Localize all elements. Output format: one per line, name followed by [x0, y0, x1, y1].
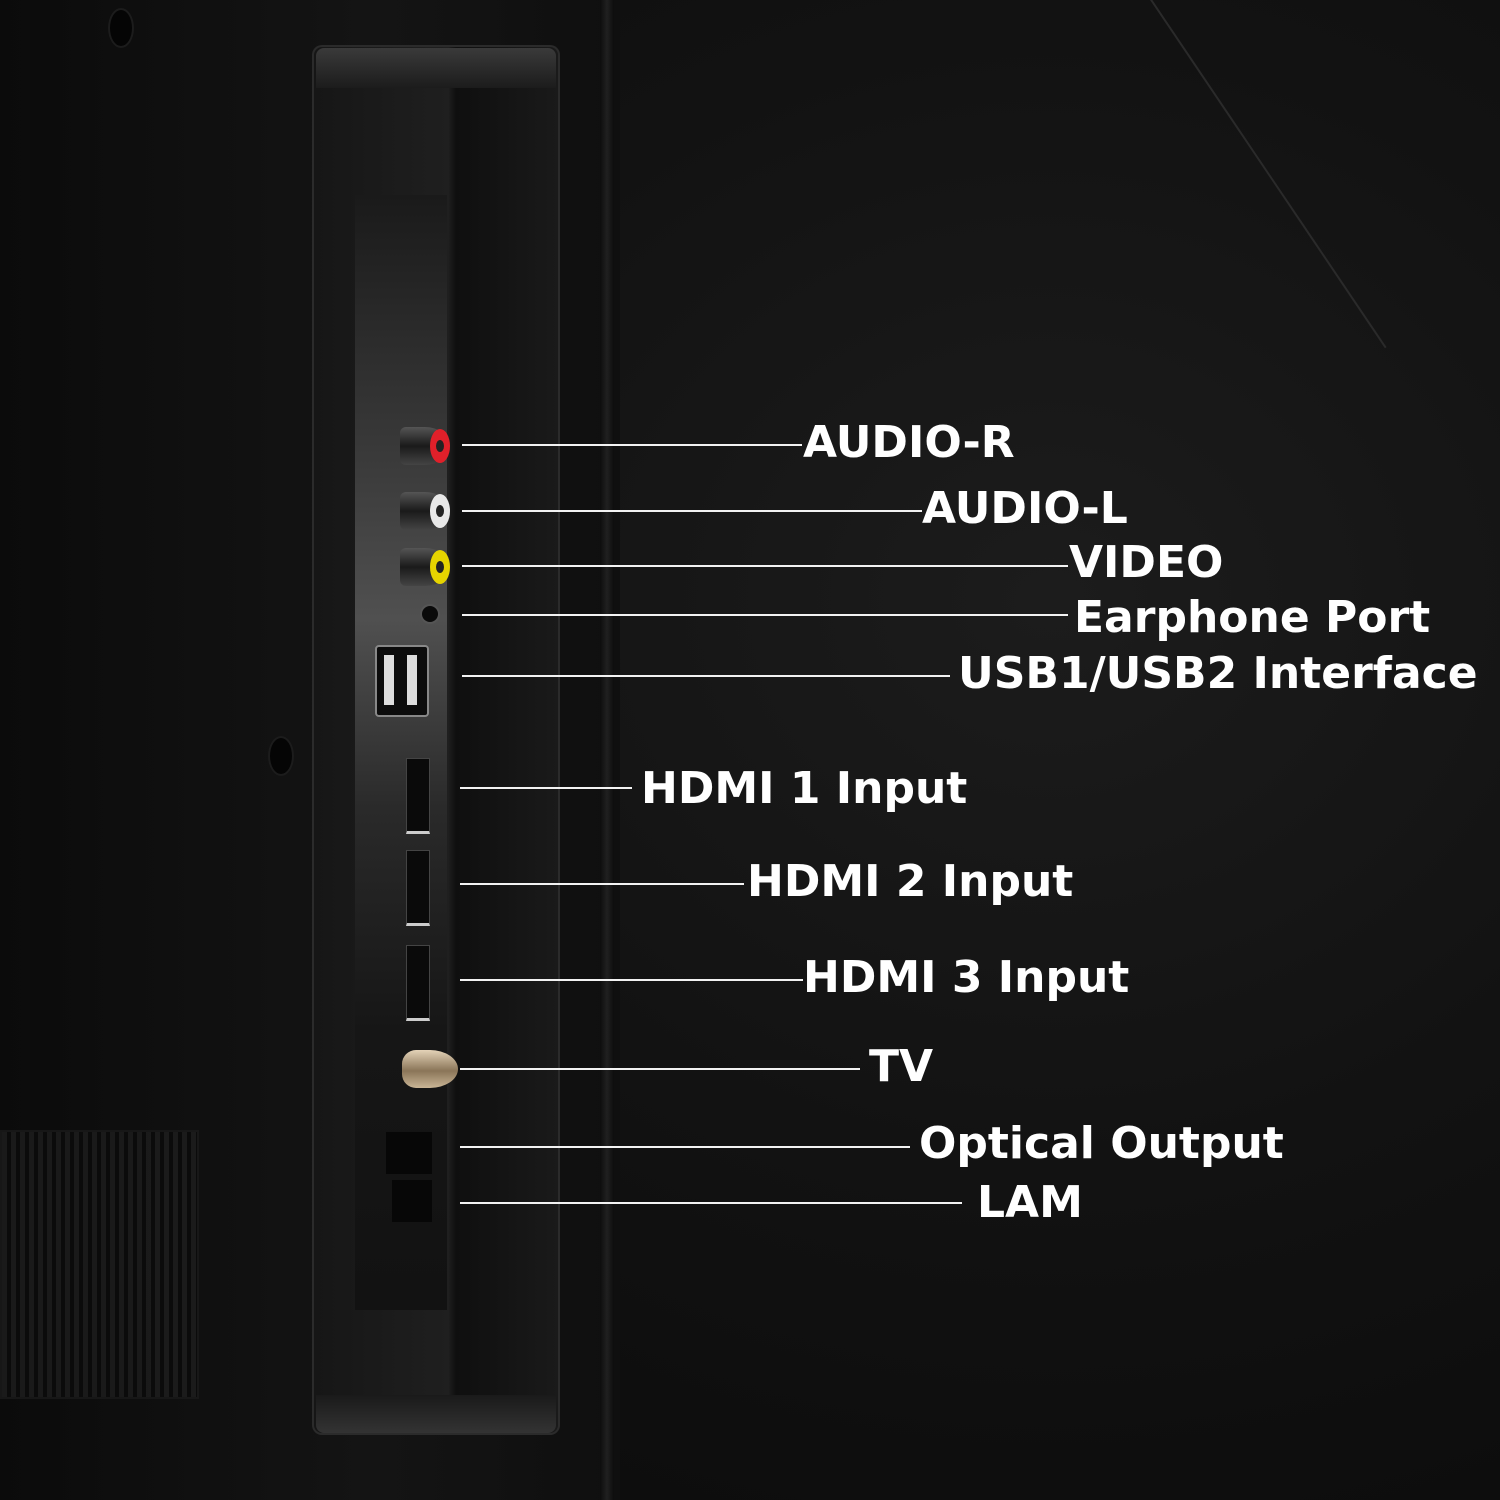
label-video: VIDEO [1069, 537, 1224, 588]
label-audio-l: AUDIO-L [922, 483, 1128, 534]
label-tv: TV [869, 1041, 934, 1092]
leader-line-hdmi2 [460, 883, 744, 885]
housing-bottom [316, 1395, 556, 1433]
lan-port [392, 1180, 432, 1222]
label-hdmi3: HDMI 3 Input [803, 952, 1130, 1003]
usb-ports [375, 645, 429, 717]
hdmi3-port [406, 945, 430, 1021]
leader-line-usb [462, 675, 950, 677]
hdmi1-port [406, 758, 430, 834]
optical-output-port [386, 1132, 432, 1174]
audio-l-port [400, 492, 450, 530]
leader-line-optical [460, 1146, 910, 1148]
hdmi2-port [406, 850, 430, 926]
label-earphone: Earphone Port [1074, 592, 1431, 643]
mount-hole [270, 738, 292, 774]
leader-line-video [462, 565, 1068, 567]
leader-line-audio-r [462, 444, 802, 446]
stand-edge [1150, 0, 1387, 349]
port-strip [355, 195, 447, 1310]
housing-top [316, 48, 556, 88]
audio-r-port [400, 427, 450, 465]
label-audio-r: AUDIO-R [803, 417, 1015, 468]
leader-line-tv [460, 1068, 860, 1070]
earphone-port [422, 606, 438, 622]
label-lam: LAM [977, 1177, 1083, 1228]
leader-line-lam [460, 1202, 962, 1204]
mount-hole [110, 10, 132, 46]
leader-line-earphone [462, 614, 1068, 616]
vent-grille [0, 1130, 199, 1399]
label-optical: Optical Output [919, 1118, 1284, 1169]
label-usb: USB1/USB2 Interface [958, 648, 1478, 699]
leader-line-hdmi1 [460, 787, 632, 789]
leader-line-hdmi3 [460, 979, 803, 981]
tv-antenna-port [402, 1050, 458, 1088]
tv-edge [600, 0, 614, 1500]
video-port [400, 548, 450, 586]
label-hdmi1: HDMI 1 Input [641, 763, 968, 814]
label-hdmi2: HDMI 2 Input [747, 856, 1074, 907]
leader-line-audio-l [462, 510, 922, 512]
